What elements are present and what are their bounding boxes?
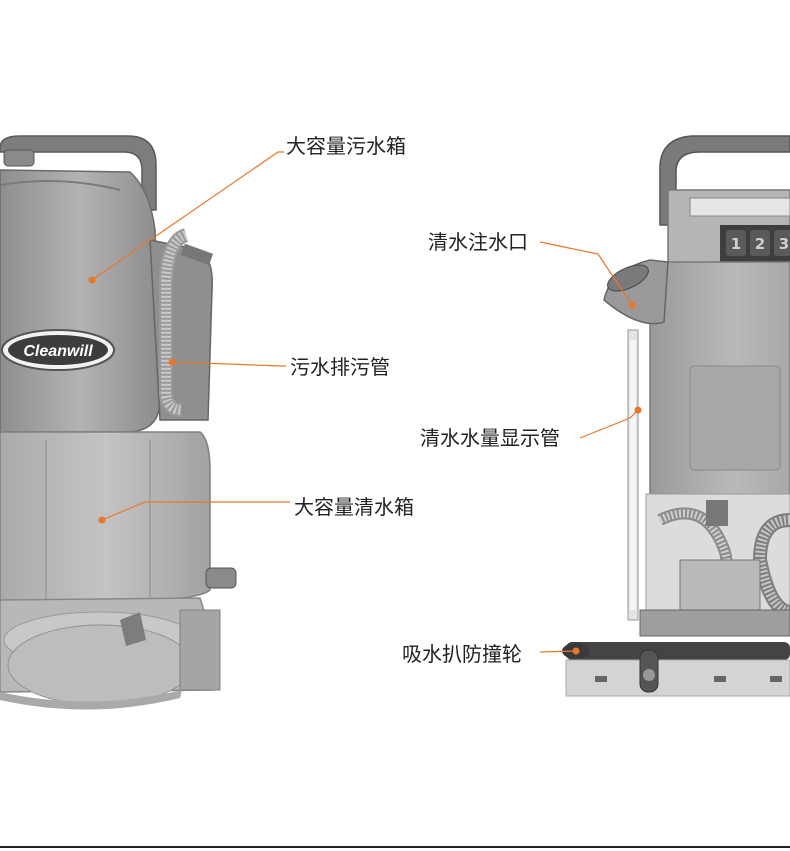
callout-line-waste-tank — [91, 151, 284, 281]
callout-dot-level-tube — [634, 406, 642, 414]
callout-dots — [88, 276, 642, 655]
callout-line-fill-port — [539, 241, 633, 306]
bottom-divider — [0, 846, 790, 848]
panel-key — [726, 230, 746, 256]
label-waste-hose: 污水排污管 — [290, 355, 390, 379]
right-machine: 123567 — [562, 135, 790, 697]
brand-logo-text: Cleanwill — [23, 343, 93, 360]
callout-line-waste-hose — [171, 361, 286, 367]
callout-lines — [91, 151, 639, 653]
callout-dot-squeegee-wheel — [572, 647, 580, 655]
callout-dot-waste-hose — [168, 358, 176, 366]
callout-dot-fill-port — [628, 301, 636, 309]
panel-key — [774, 230, 790, 256]
label-waste-tank: 大容量污水箱 — [286, 134, 406, 158]
panel-key-label: 1 — [731, 235, 741, 253]
left-machine: Cleanwill — [0, 135, 237, 710]
panel-key-label: 3 — [779, 235, 789, 253]
label-squeegee-wheel: 吸水扒防撞轮 — [402, 642, 522, 666]
callout-dot-clean-tank — [98, 516, 106, 524]
callout-line-squeegee-wheel — [539, 650, 577, 653]
panel-key-label: 2 — [755, 235, 765, 253]
label-clean-tank: 大容量清水箱 — [294, 495, 414, 519]
label-fill-port: 清水注水口 — [428, 230, 528, 254]
label-level-tube: 清水水量显示管 — [420, 426, 560, 450]
panel-key — [750, 230, 770, 256]
callout-line-clean-tank — [101, 501, 290, 521]
callout-dot-waste-tank — [88, 276, 96, 284]
callout-line-level-tube — [579, 409, 639, 439]
